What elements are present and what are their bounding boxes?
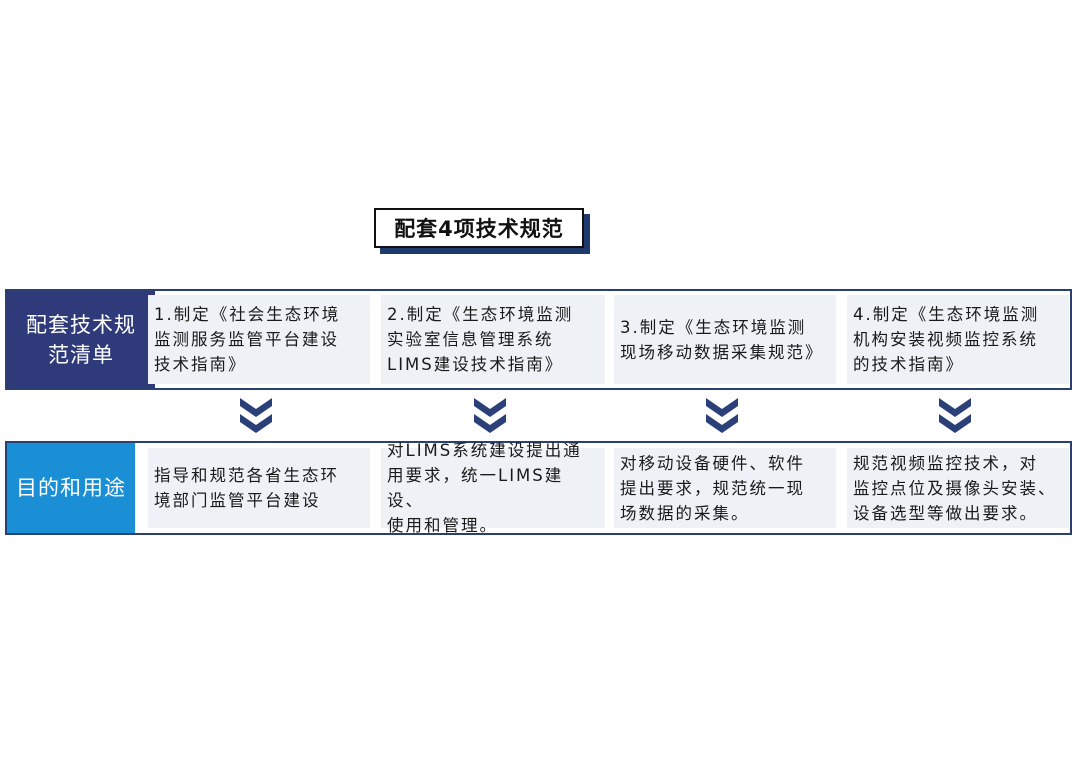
purpose-row: 目的和用途 指导和规范各省生态环 境部门监管平台建设 对LIMS系统建设提出通 … bbox=[5, 441, 1072, 535]
purpose-item-3: 对移动设备硬件、软件 提出要求，规范统一现 场数据的采集。 bbox=[614, 448, 836, 528]
norms-row: 配套技术规范清单 1.制定《社会生态环境 监测服务监管平台建设 技术指南》 2.… bbox=[5, 289, 1072, 390]
norms-row-label: 配套技术规范清单 bbox=[7, 291, 155, 388]
diagram-title: 配套4项技术规范 bbox=[374, 208, 584, 248]
norm-item-3: 3.制定《生态环境监测 现场移动数据采集规范》 bbox=[614, 295, 836, 384]
norm-item-1: 1.制定《社会生态环境 监测服务监管平台建设 技术指南》 bbox=[148, 295, 370, 384]
double-chevron-down-icon bbox=[939, 398, 971, 433]
title-box: 配套4项技术规范 bbox=[374, 208, 590, 254]
purpose-row-label: 目的和用途 bbox=[7, 443, 135, 533]
purpose-item-2: 对LIMS系统建设提出通 用要求，统一LIMS建设、 使用和管理。 bbox=[381, 441, 605, 535]
purpose-item-1: 指导和规范各省生态环 境部门监管平台建设 bbox=[148, 448, 370, 528]
purpose-item-4: 规范视频监控技术，对 监控点位及摄像头安装、 设备选型等做出要求。 bbox=[847, 448, 1069, 528]
double-chevron-down-icon bbox=[240, 398, 272, 433]
double-chevron-down-icon bbox=[474, 398, 506, 433]
double-chevron-down-icon bbox=[706, 398, 738, 433]
norm-item-2: 2.制定《生态环境监测 实验室信息管理系统 LIMS建设技术指南》 bbox=[381, 295, 605, 384]
norm-item-4: 4.制定《生态环境监测 机构安装视频监控系统 的技术指南》 bbox=[847, 295, 1069, 384]
